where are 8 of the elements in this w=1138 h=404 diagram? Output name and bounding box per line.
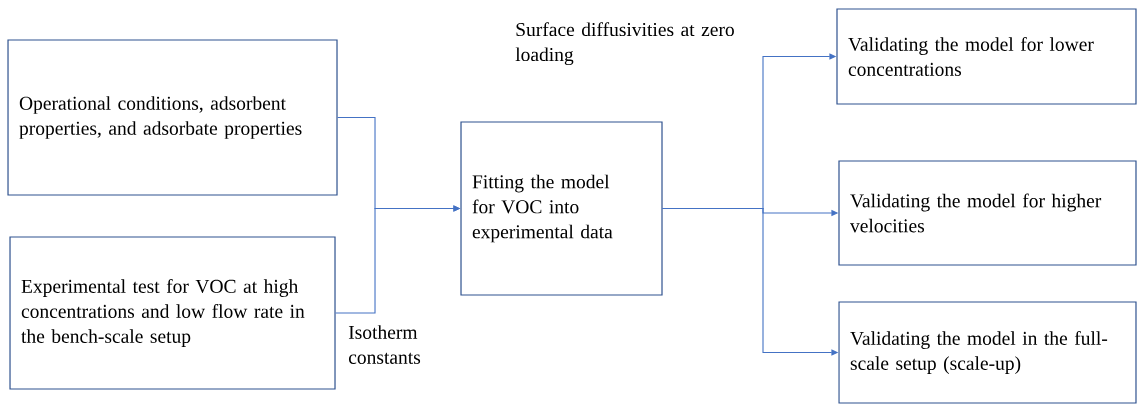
process-box: Operational conditions, adsorbent properties, and adsorbate properties	[7, 39, 338, 196]
annotation-text: Isotherm constants	[348, 325, 421, 364]
process-box: Experimental test for VOC at high concentrations and low flow rate in the bench-scale setup	[9, 236, 336, 390]
process-box: Validating the model for higher velocities	[838, 160, 1137, 266]
process-box: Validating the model for lower concentrations	[836, 8, 1137, 105]
annotation-text: Surface diffusivities at zero loading	[515, 22, 734, 66]
process-box: Validating the model in the full-scale setup (scale-up)	[838, 301, 1137, 404]
process-box: Fitting the model for VOC into experimental data	[460, 121, 663, 296]
